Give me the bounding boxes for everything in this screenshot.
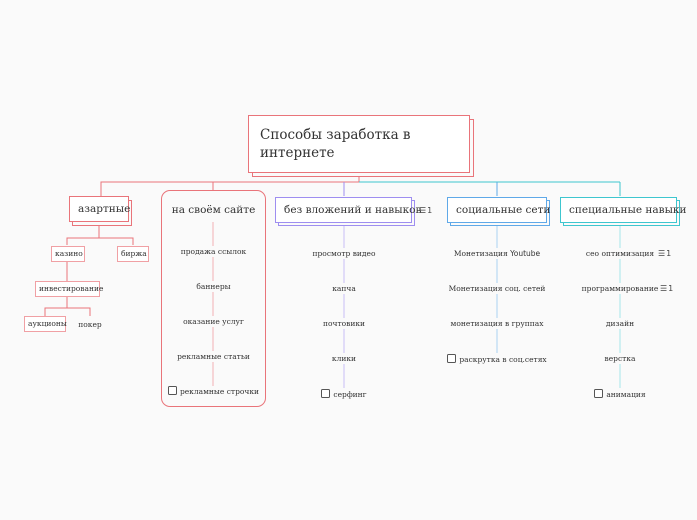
own-site-item[interactable]: рекламные строчки xyxy=(161,386,266,396)
social-item-label: монетизация в группах xyxy=(450,319,544,328)
notes-count-value: 1 xyxy=(668,284,674,293)
branch-own-site[interactable]: на своём сайте xyxy=(161,198,266,224)
no-investment-item[interactable]: капча xyxy=(294,284,394,293)
list-icon: ☰ xyxy=(419,206,426,215)
node-auctions-label: аукционы xyxy=(28,319,67,328)
branch-no-investment[interactable]: без вложений и навыков xyxy=(275,197,421,223)
social-item-label: Монетизация соц. сетей xyxy=(448,284,546,293)
node-investing-label: инвестирование xyxy=(39,284,104,293)
social-item[interactable]: раскрутка в соц.сетях xyxy=(437,354,557,364)
skills-item-label: сео оптимизация xyxy=(585,249,655,258)
social-item-label: раскрутка в соц.сетях xyxy=(459,355,547,364)
skills-item[interactable]: сео оптимизация xyxy=(580,249,660,258)
node-exchange[interactable]: биржа xyxy=(117,246,149,262)
branch-social-label: социальные сети xyxy=(456,204,551,216)
skills-item[interactable]: дизайн xyxy=(580,319,660,328)
own-site-item[interactable]: рекламные статьи xyxy=(161,352,266,361)
own-site-item-label: оказание услуг xyxy=(183,317,244,326)
social-item-label: Монетизация xyxy=(453,249,508,258)
branch-no-investment-label: без вложений и навыков xyxy=(284,204,422,216)
branch-skills-label: специальные навыки xyxy=(569,204,687,216)
checkbox-icon[interactable] xyxy=(447,354,457,363)
no-investment-item[interactable]: просмотр видео xyxy=(294,249,394,258)
own-site-item-label: рекламные строчки xyxy=(179,387,260,396)
branch-gambling[interactable]: азартные xyxy=(69,196,131,222)
root-title: Способы заработка в интернете xyxy=(260,127,411,161)
skills-item-label: программирование xyxy=(581,284,659,293)
notes-count[interactable]: ☰1 xyxy=(658,249,671,258)
social-item[interactable]: Монетизация Youtube xyxy=(437,249,557,258)
own-site-item-label: рекламные статьи xyxy=(177,352,250,361)
checkbox-icon[interactable] xyxy=(167,386,177,395)
skills-item-label: анимация xyxy=(606,390,646,399)
branch-skills[interactable]: специальные навыки xyxy=(560,197,686,223)
skills-item[interactable]: программирование xyxy=(575,284,665,293)
own-site-group xyxy=(161,190,266,407)
own-site-item-label: продажа ссылок xyxy=(180,247,247,256)
own-site-item[interactable]: оказание услуг xyxy=(161,317,266,326)
no-investment-item[interactable]: клики xyxy=(294,354,394,363)
notes-count[interactable]: ☰1 xyxy=(419,206,432,215)
skills-item[interactable]: анимация xyxy=(575,389,665,399)
checkbox-icon[interactable] xyxy=(321,389,331,398)
notes-count[interactable]: ☰1 xyxy=(660,284,673,293)
checkbox-icon[interactable] xyxy=(594,389,604,398)
branch-gambling-label: азартные xyxy=(78,203,131,215)
notes-count-value: 1 xyxy=(666,249,672,258)
no-investment-item-label: почтовики xyxy=(322,319,366,328)
node-poker[interactable]: покер xyxy=(76,320,104,329)
node-casino-label: казино xyxy=(55,249,83,258)
skills-item[interactable]: верстка xyxy=(580,354,660,363)
root-node[interactable]: Способы заработка в интернете xyxy=(248,115,470,173)
no-investment-item-label: капча xyxy=(332,284,356,293)
node-investing[interactable]: инвестирование xyxy=(35,281,104,297)
notes-count-value: 1 xyxy=(427,206,433,215)
list-icon: ☰ xyxy=(660,284,667,293)
skills-item-label: верстка xyxy=(604,354,636,363)
own-site-item[interactable]: продажа ссылок xyxy=(161,247,266,256)
social-item-label: Youtube xyxy=(510,249,541,258)
own-site-item[interactable]: баннеры xyxy=(161,282,266,291)
social-item[interactable]: монетизация в группах xyxy=(437,319,557,328)
own-site-item-label: баннеры xyxy=(196,282,231,291)
no-investment-item-label: серфинг xyxy=(333,390,367,399)
social-item[interactable]: Монетизация соц. сетей xyxy=(437,284,557,293)
branch-own-site-label: на своём сайте xyxy=(171,204,256,216)
no-investment-item-label: просмотр видео xyxy=(312,249,376,258)
branch-social[interactable]: социальные сети xyxy=(447,197,551,223)
node-poker-label: покер xyxy=(78,320,102,329)
node-auctions[interactable]: аукционы xyxy=(24,316,67,332)
no-investment-item-label: клики xyxy=(331,354,357,363)
no-investment-item[interactable]: почтовики xyxy=(294,319,394,328)
skills-item-label: дизайн xyxy=(605,319,635,328)
node-exchange-label: биржа xyxy=(121,249,147,258)
no-investment-item[interactable]: серфинг xyxy=(294,389,394,399)
list-icon: ☰ xyxy=(658,249,665,258)
node-casino[interactable]: казино xyxy=(51,246,85,262)
